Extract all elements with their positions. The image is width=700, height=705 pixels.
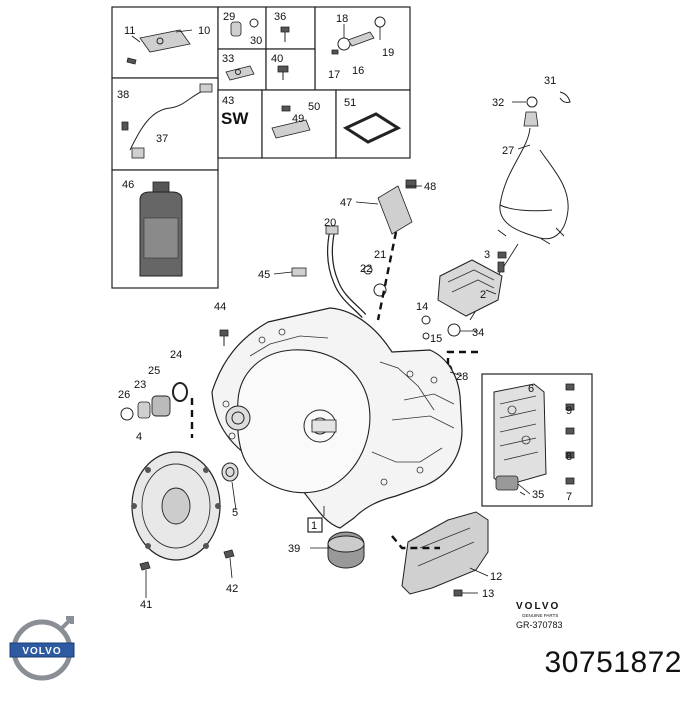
genuine-parts-stamp: VOLVO GENUINE PARTS GR-370783 [516,601,563,630]
callout-7: 7 [566,491,572,503]
callout-22: 22 [360,263,372,275]
sw-label: SW [221,109,249,128]
callout-14: 14 [416,301,428,313]
callout-8: 8 [566,451,572,463]
callout-48: 48 [424,181,436,193]
part-valve-body-6 [481,373,593,507]
callout-labels: 11 10 29 30 36 18 19 17 16 33 40 38 37 4… [117,11,572,611]
callout-39: 39 [288,543,300,555]
callout-37: 37 [156,133,168,145]
callout-10: 10 [198,25,210,37]
callout-34: 34 [472,327,484,339]
callout-25: 25 [148,365,160,377]
stamp-sub: GENUINE PARTS [522,613,558,618]
part-plate-33 [225,65,255,81]
part-gasket-51 [342,112,402,144]
callout-45: 45 [258,269,270,281]
leader-lines [145,24,531,598]
callout-19: 19 [382,47,394,59]
callout-33: 33 [222,53,234,65]
callout-36: 36 [274,11,286,23]
callout-24: 24 [170,349,182,361]
callout-30: 30 [250,35,262,47]
callout-12: 12 [490,571,502,583]
part-bracket-47 [377,179,417,235]
part-valve-16-19 [331,16,386,55]
callout-20: 20 [324,217,336,229]
callout-18: 18 [336,13,348,25]
callout-32: 32 [492,97,504,109]
callout-46: 46 [122,179,134,191]
callout-41: 41 [140,599,152,611]
part-bolt-36 [280,26,290,42]
part-small-parts [120,251,507,571]
callout-2: 2 [480,289,486,301]
part-dipstick-tube-20 [291,225,387,319]
callout-3: 3 [484,249,490,261]
callout-15: 15 [430,333,442,345]
routing-dash-lines [190,231,478,550]
callout-5: 5 [232,507,238,519]
callout-23: 23 [134,379,146,391]
callout-44: 44 [214,301,226,313]
callout-16: 16 [352,65,364,77]
callout-1: 1 [311,520,317,532]
part-fluid-bottle-46 [139,181,183,277]
callout-17: 17 [328,69,340,81]
callout-28: 28 [456,371,468,383]
callout-35: 35 [532,489,544,501]
callout-40: 40 [271,53,283,65]
part-transmission-housing-1 [211,307,463,529]
callout-11: 11 [124,25,135,37]
part-sensor-37 [121,83,213,159]
callout-13: 13 [482,588,494,600]
drawing-ref: GR-370783 [516,620,563,630]
part-1-marker [307,517,323,533]
volvo-badge-logo: VOLVO [9,616,75,681]
callout-21: 21 [374,249,386,261]
callout-38: 38 [117,89,129,101]
callout-29: 29 [223,11,235,23]
callout-50: 50 [308,101,320,113]
callout-27: 27 [502,145,514,157]
callout-26: 26 [118,389,130,401]
callout-6: 6 [528,383,534,395]
stamp-brand: VOLVO [516,601,560,612]
callout-4: 4 [136,431,142,443]
part-bracket-10 [126,29,193,65]
callout-47: 47 [340,197,352,209]
callout-31: 31 [544,75,556,87]
part-bolt-40 [277,65,289,80]
callout-51: 51 [344,97,356,109]
callout-9: 9 [566,405,572,417]
part-torque-converter-4 [131,451,221,561]
callout-49: 49 [292,113,304,125]
part-screws-29-30 [230,18,259,37]
part-control-module-2 [421,259,505,377]
part-number: 30751872 [544,646,682,679]
part-plate-49 [271,105,311,139]
part-oil-pan-12 [401,511,489,597]
callout-43: 43 [222,95,234,107]
badge-text: VOLVO [22,646,61,657]
callout-42: 42 [226,583,238,595]
